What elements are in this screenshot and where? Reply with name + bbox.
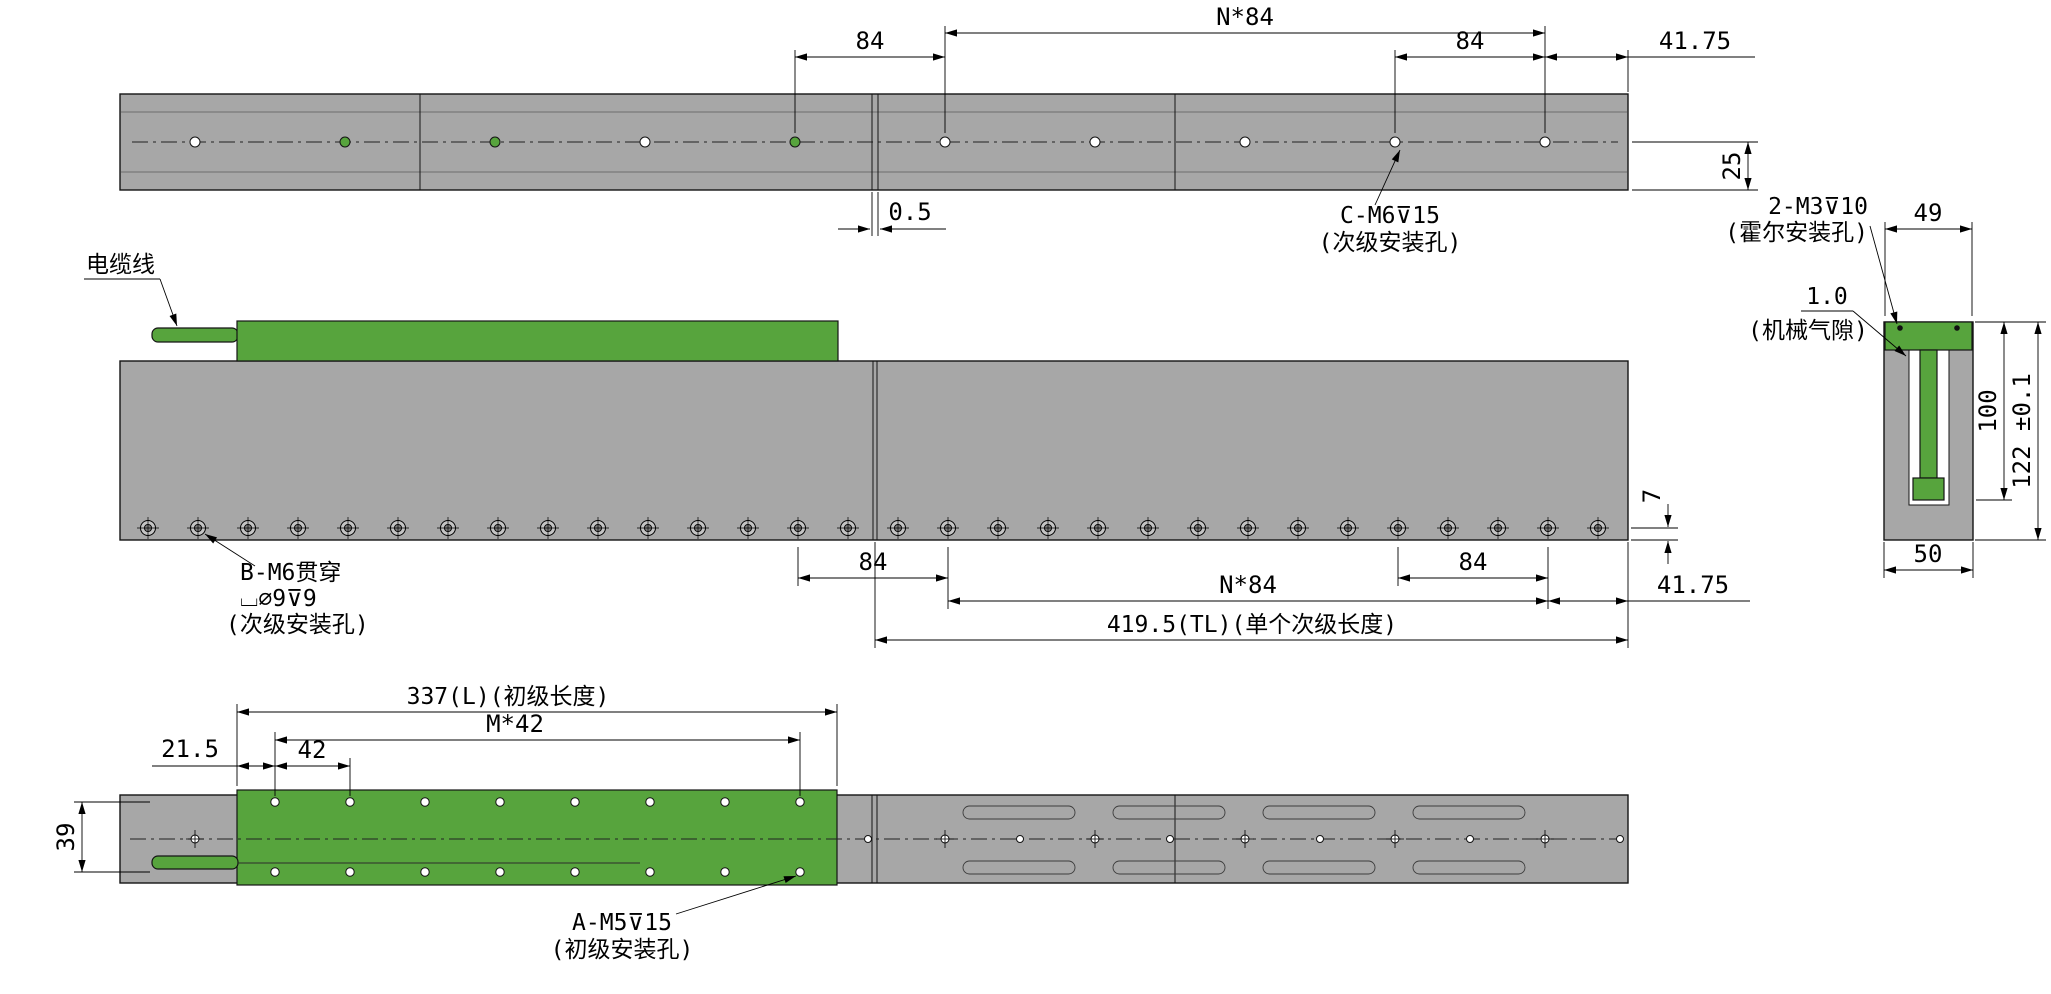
air-gap-callout: 1.0 (机械气隙) [1748, 284, 1907, 357]
top-view: 84 N*84 84 41.75 25 0.5 C-M6⊽15 (次级安装孔) [119, 3, 1758, 256]
secondary-rail-side [119, 360, 1629, 541]
dim-screw-pitch-right: 84 [1459, 548, 1488, 576]
callout-c-m6-spec: C-M6⊽15 [1340, 203, 1440, 229]
cable-callout: 电缆线 [84, 252, 178, 327]
dim-primary-length: 337(L)(初级长度) [407, 684, 610, 710]
b-m6-callout: B-M6贯穿 ⌴∅9⊽9 (次级安装孔) [204, 533, 369, 638]
dim-primary-hole-pitch-series: M*42 [486, 710, 544, 738]
dim-secondary-segment-length: 419.5(TL)(单个次级长度) [1107, 612, 1397, 638]
hall-screw-hole [1897, 325, 1903, 331]
callout-b-m6-spec: B-M6贯穿 [240, 560, 341, 586]
primary-motor-side [236, 320, 839, 362]
bottom-view: 337(L)(初级长度) M*42 42 21.5 39 A-M5⊽15 (初级… [52, 684, 1629, 963]
dim-screw-to-edge: 7 [1638, 489, 1666, 503]
rail-slots [962, 805, 1526, 875]
dim-hole-to-edge: 25 [1718, 152, 1746, 181]
dim-end-offset: 41.75 [1659, 27, 1731, 55]
top-view-dimensions: 84 N*84 84 41.75 25 0.5 [794, 3, 1758, 236]
callout-hall-spec: 2-M3⊽10 [1768, 194, 1868, 220]
dim-hole-pitch-series: N*84 [1216, 3, 1274, 31]
cable-bottom [151, 855, 239, 870]
c-m6-callout: C-M6⊽15 (次级安装孔) [1319, 149, 1462, 256]
dim-primary-hole-pitch: 42 [298, 736, 327, 764]
dim-hole-pitch-left: 84 [856, 27, 885, 55]
callout-b-m6-desc: (次级安装孔) [226, 612, 369, 638]
dim-section-total-height: 122 ±0.1 [2008, 373, 2036, 489]
cable-label: 电缆线 [86, 252, 155, 278]
hall-screw-hole [1954, 325, 1960, 331]
side-view-dimensions: 7 84 84 N*84 41.75 419.5(TL)(单个次级长度) [797, 489, 1750, 648]
callout-gap-desc: (机械气隙) [1748, 318, 1868, 344]
callout-hall-desc: (霍尔安装孔) [1725, 220, 1868, 246]
dim-screw-pitch-left: 84 [859, 548, 888, 576]
primary-motor-bottom [236, 789, 838, 886]
callout-b-m6-counterbore: ⌴∅9⊽9 [240, 586, 317, 612]
primary-foot [1912, 477, 1945, 501]
secondary-mounting-holes-row [189, 136, 1551, 148]
callout-a-m5-spec: A-M5⊽15 [572, 910, 672, 936]
bottom-view-dimensions: 337(L)(初级长度) M*42 42 21.5 39 [52, 684, 838, 873]
dim-hole-row-spacing: 39 [52, 823, 80, 852]
side-view: 电缆线 7 84 84 N*84 41.75 419.5 [84, 252, 1750, 648]
callout-gap-value: 1.0 [1806, 284, 1848, 310]
dim-first-hole-offset: 21.5 [161, 735, 219, 763]
dim-screw-pitch-series: N*84 [1219, 571, 1277, 599]
dim-end-offset-side: 41.75 [1657, 571, 1729, 599]
dim-section-bottom-width: 50 [1914, 540, 1943, 568]
dim-segment-gap: 0.5 [888, 198, 931, 226]
callout-a-m5-desc: (初级安装孔) [551, 937, 694, 963]
primary-stem [1919, 349, 1938, 479]
dim-section-inner-height: 100 [1974, 389, 2002, 432]
callout-c-m6-desc: (次级安装孔) [1319, 230, 1462, 256]
section-dimensions: 49 100 122 ±0.1 50 [1883, 199, 2046, 578]
dim-hole-pitch-right: 84 [1456, 27, 1485, 55]
primary-mounting-holes [270, 797, 805, 877]
rail-center-marks [185, 829, 1624, 849]
hall-mount-callout: 2-M3⊽10 (霍尔安装孔) [1725, 194, 1898, 325]
dim-section-top-width: 49 [1914, 199, 1943, 227]
a-m5-callout: A-M5⊽15 (初级安装孔) [551, 875, 797, 963]
section-view: 49 100 122 ±0.1 50 2-M3⊽10 (霍尔安装孔) 1.0 (… [1725, 194, 2046, 578]
cable [151, 327, 239, 343]
